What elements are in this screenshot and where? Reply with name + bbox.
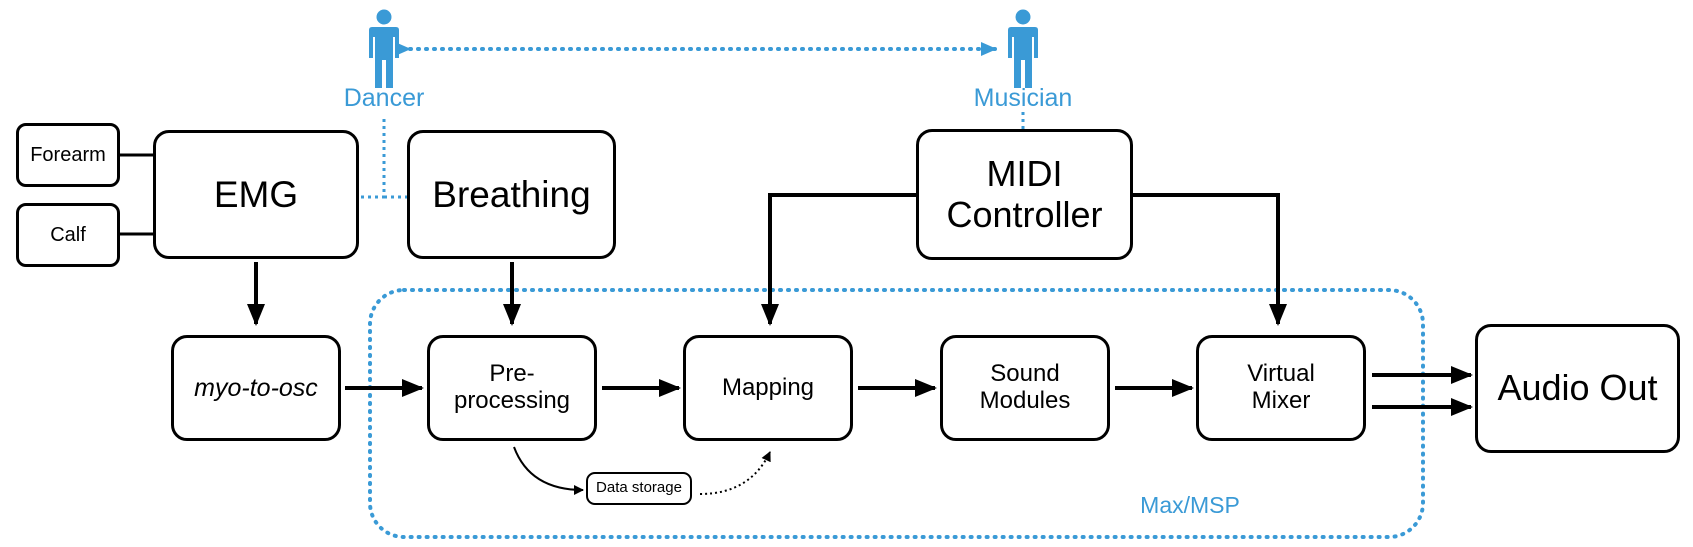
- data-storage-node: Data storage: [586, 472, 692, 505]
- dancer-sensor-link: [359, 119, 407, 199]
- mapping-label: Mapping: [721, 373, 815, 401]
- mapping-node: Mapping: [683, 335, 853, 441]
- emg-label: EMG: [213, 173, 299, 215]
- data-storage-label: Data storage: [596, 479, 682, 497]
- musician-person-icon: [1008, 9, 1038, 88]
- dancer-person-icon: [369, 9, 399, 88]
- midi-to-mapping-arrow: [761, 193, 916, 326]
- virtual-mixer-node: Virtual Mixer: [1196, 335, 1366, 441]
- breathing-label: Breathing: [432, 173, 591, 215]
- maxmsp-label: Max/MSP: [1140, 492, 1240, 518]
- preprocessing-to-storage-arrow: [513, 446, 584, 495]
- myo-to-osc-label: myo-to-osc: [194, 374, 318, 402]
- dancer-label: Dancer: [343, 84, 425, 112]
- breathing-node: Breathing: [407, 130, 616, 259]
- calf-label: Calf: [50, 223, 86, 246]
- sound-modules-label: Sound Modules: [979, 360, 1071, 414]
- sound-modules-node: Sound Modules: [940, 335, 1110, 441]
- maxmsp-region: [368, 288, 1425, 539]
- preprocessing-label: Pre- processing: [453, 360, 571, 414]
- forearm-node: Forearm: [16, 123, 120, 187]
- virtual-mixer-label: Virtual Mixer: [1247, 360, 1315, 414]
- musician-label: Musician: [973, 84, 1073, 112]
- storage-to-mapping-arrow: [699, 451, 771, 495]
- midi-controller-label: MIDI Controller: [946, 153, 1103, 235]
- preprocessing-node: Pre- processing: [427, 335, 597, 441]
- audio-out-label: Audio Out: [1497, 367, 1658, 409]
- midi-controller-node: MIDI Controller: [916, 129, 1133, 260]
- midi-to-mixer-arrow: [1133, 193, 1287, 326]
- calf-node: Calf: [16, 203, 120, 267]
- forearm-label: Forearm: [30, 143, 106, 166]
- emg-node: EMG: [153, 130, 359, 259]
- audio-out-node: Audio Out: [1475, 324, 1680, 453]
- myo-to-osc-node: myo-to-osc: [171, 335, 341, 441]
